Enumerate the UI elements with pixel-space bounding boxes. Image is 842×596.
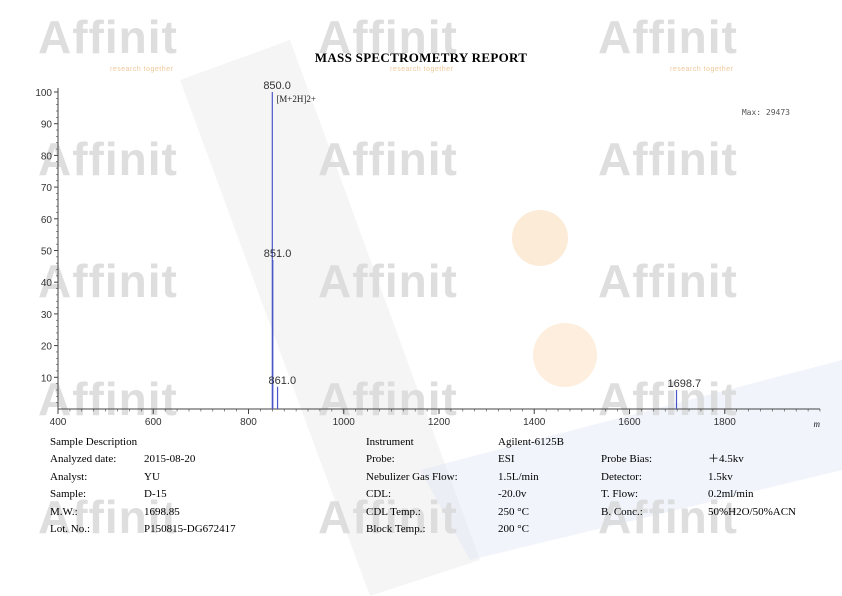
probe-label: Probe Bias: — [601, 453, 653, 465]
instrument-label: Block Temp.: — [366, 523, 426, 535]
instrument-value: -20.0v — [498, 488, 527, 500]
instrument-labels: Probe: Nebulizer Gas Flow: CDL: CDL Temp… — [366, 451, 458, 539]
sample-value: 2015-08-20 — [144, 453, 196, 465]
y-tick-label: 40 — [41, 278, 53, 289]
instrument-label: Nebulizer Gas Flow: — [366, 470, 458, 483]
x-tick-label: 800 — [240, 417, 257, 428]
y-tick-label: 80 — [41, 151, 53, 162]
y-tick-label: 10 — [41, 373, 53, 384]
sample-label: Lot. No.: — [50, 523, 91, 535]
peak-label: 850.0 — [263, 80, 291, 92]
sample-value: D-15 — [144, 488, 167, 500]
sample-label: Sample: — [50, 488, 87, 500]
probe-value: 50%H2O/50%ACN — [708, 505, 796, 518]
instrument-values: ESI 1.5L/min -20.0v 250 °C 200 °C — [498, 451, 539, 539]
sample-values: 2015-08-20 YU D-15 1698.85 P150815-DG672… — [144, 451, 236, 539]
instrument-value: 250 °C — [498, 505, 529, 518]
peak-annotation: [M+2H]2+ — [276, 94, 316, 104]
y-tick-label: 70 — [41, 183, 53, 194]
probe-value: 0.2ml/min — [708, 488, 754, 500]
peak-label: 1698.7 — [668, 378, 702, 390]
y-tick-label: 100 — [35, 88, 52, 99]
instrument-label: Probe: — [366, 453, 395, 465]
sample-value: YU — [144, 470, 160, 483]
probe-labels: Probe Bias: Detector: T. Flow: B. Conc.: — [601, 451, 652, 521]
sample-value: 1698.85 — [144, 505, 180, 518]
instrument-value: ESI — [498, 453, 515, 465]
x-tick-label: 1800 — [714, 417, 737, 428]
sample-value: P150815-DG672417 — [144, 523, 236, 535]
instrument-section-title: Instrument — [366, 436, 414, 448]
y-tick-label: 50 — [41, 247, 53, 258]
probe-label: B. Conc.: — [601, 505, 643, 518]
instrument-value: 1.5L/min — [498, 470, 539, 483]
sample-label: Analyst: — [50, 470, 88, 483]
x-tick-label: 400 — [50, 417, 67, 428]
sample-label: M.W.: — [50, 505, 78, 518]
x-axis-end-label: m — [814, 419, 821, 429]
probe-value: ＋4.5kv — [708, 453, 744, 465]
probe-values: ＋4.5kv 1.5kv 0.2ml/min 50%H2O/50%ACN — [708, 451, 796, 521]
x-tick-label: 1200 — [428, 417, 451, 428]
probe-label: Detector: — [601, 470, 642, 483]
probe-label: T. Flow: — [601, 488, 639, 500]
sample-section: Sample Description — [50, 434, 137, 452]
sample-labels: Analyzed date: Analyst: Sample: M.W.: Lo… — [50, 451, 116, 539]
x-tick-label: 1400 — [523, 417, 546, 428]
max-intensity-label: Max: 29473 — [742, 108, 790, 117]
report-title: MASS SPECTROMETRY REPORT — [314, 50, 528, 65]
x-tick-label: 1600 — [618, 417, 641, 428]
probe-value: 1.5kv — [708, 470, 733, 483]
x-tick-label: 600 — [145, 417, 162, 428]
y-tick-label: 30 — [41, 310, 53, 321]
instrument-value: 200 °C — [498, 523, 529, 535]
peak-label: 851.0 — [264, 248, 292, 260]
sample-section-title: Sample Description — [50, 436, 138, 448]
sample-label: Analyzed date: — [50, 453, 117, 465]
y-tick-label: 20 — [41, 342, 53, 353]
y-tick-label: 60 — [41, 215, 53, 226]
mass-spectrum-chart: 10 20 30 40 50 60 70 80 90 100 400 600 800 1000 1200 14… — [35, 80, 821, 429]
instrument-label: CDL: — [366, 488, 392, 500]
peak-label: 861.0 — [269, 375, 297, 387]
instrument-label: CDL Temp.: — [366, 505, 421, 518]
y-tick-label: 90 — [41, 120, 53, 131]
x-tick-label: 1000 — [333, 417, 356, 428]
instrument-model: Agilent-6125B — [498, 436, 564, 448]
